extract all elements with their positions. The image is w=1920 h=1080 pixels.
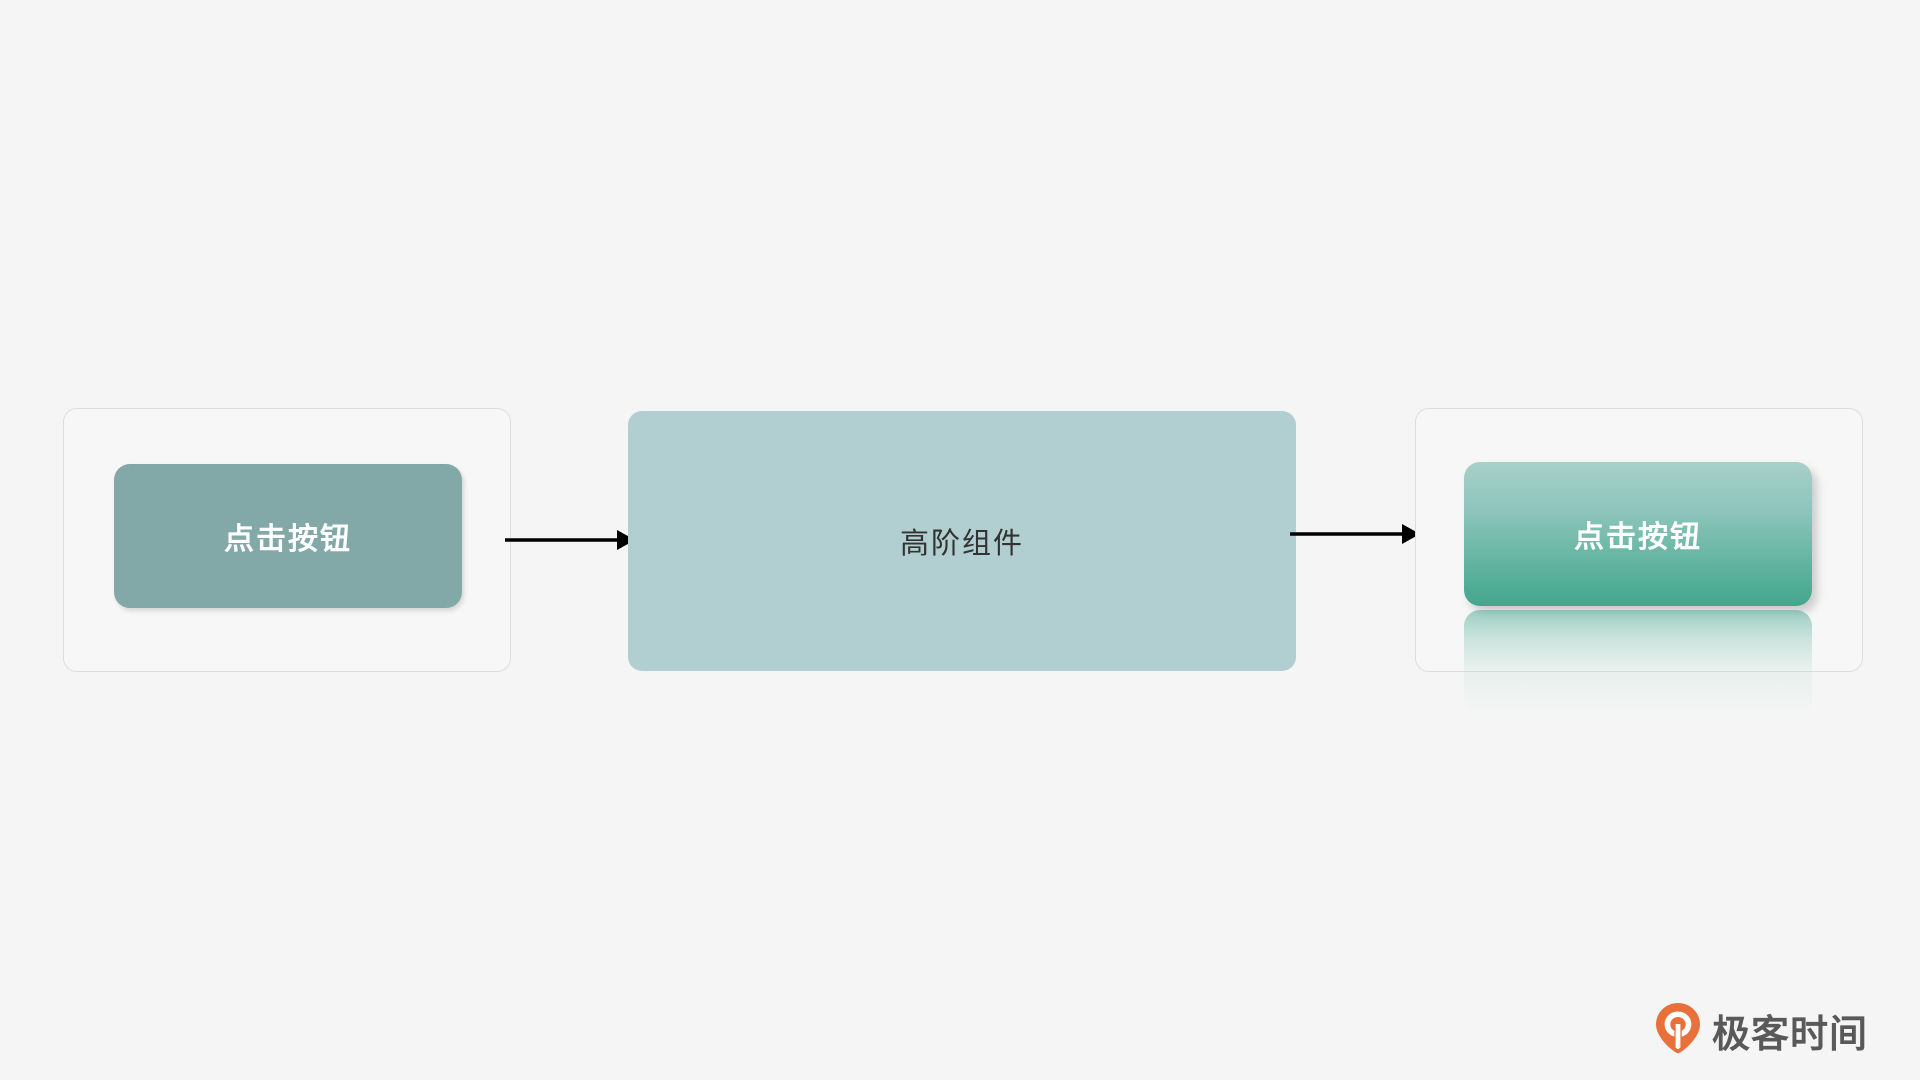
brand-name: 极客时间 [1712, 1014, 1869, 1056]
enhanced-button[interactable]: 点击按钮 [1464, 462, 1812, 606]
arrow-before-to-hoc [505, 520, 635, 560]
arrow-hoc-to-after [1290, 514, 1420, 554]
plain-button[interactable]: 点击按钮 [114, 464, 462, 608]
plain-button-label: 点击按钮 [224, 523, 352, 556]
higher-order-component-label: 高阶组件 [899, 528, 1024, 560]
higher-order-component-box[interactable]: 高阶组件 [628, 411, 1296, 671]
enhanced-button-group: 点击按钮 [1464, 462, 1812, 714]
enhanced-button-label: 点击按钮 [1574, 521, 1702, 554]
geektime-pin-icon [1655, 1002, 1701, 1059]
enhanced-button-reflection [1464, 610, 1812, 714]
brand-watermark: 极客时间 [1655, 1002, 1868, 1059]
